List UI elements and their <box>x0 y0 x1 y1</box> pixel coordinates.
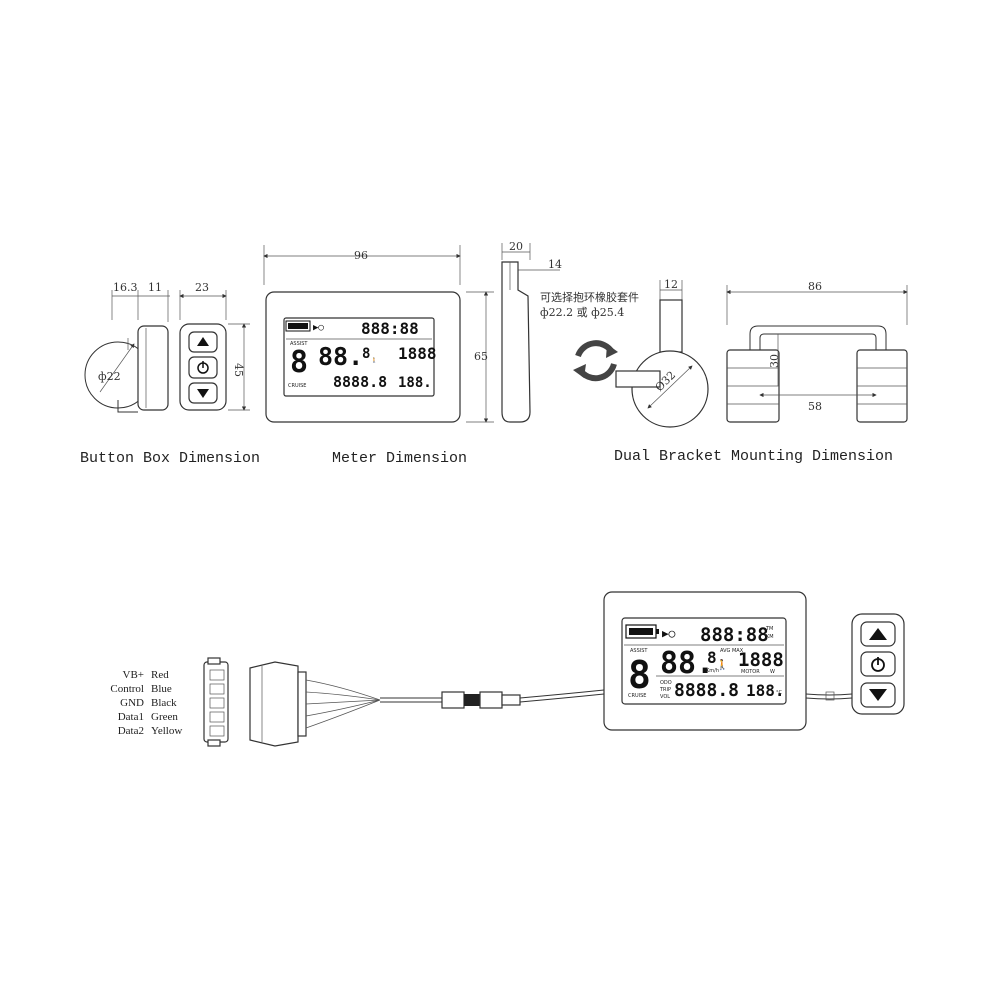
walk-icon: 🚶 <box>716 658 728 671</box>
svg-text:CRUISE: CRUISE <box>288 383 306 389</box>
meter-side-view: 20 14 <box>501 240 562 423</box>
wiring-labels: VB+ Control GND Data1 Data2 Red Blue Bla… <box>110 669 182 737</box>
svg-text:TM: TM <box>765 626 773 632</box>
svg-text:Blue: Blue <box>151 683 172 695</box>
dim-bracket-tab: 12 <box>664 278 678 291</box>
caption-button-box: Button Box Dimension <box>80 450 260 467</box>
dim-meter-width: 96 <box>354 249 368 262</box>
up-arrow-icon <box>869 628 887 640</box>
svg-text:1888: 1888 <box>398 344 437 363</box>
svg-text:可选择抱环橡胶套件: 可选择抱环橡胶套件 <box>540 290 639 304</box>
dim-button-height: 45 <box>232 363 245 377</box>
svg-text:°C: °C <box>776 690 783 696</box>
svg-text:888:88: 888:88 <box>361 319 419 338</box>
svg-text:AVG MAX: AVG MAX <box>720 648 744 654</box>
dim-button-dia: ф22 <box>98 370 121 383</box>
svg-text:Data2: Data2 <box>118 725 144 737</box>
main-cable <box>519 689 605 703</box>
svg-text:188.: 188. <box>398 375 432 391</box>
cable-connector-plug <box>249 661 307 747</box>
battery-icon <box>285 320 311 332</box>
svg-text:MOTOR: MOTOR <box>741 669 760 675</box>
small-lcd-screen: ▶◯ 888:88 ASSIST 8 88. 8 🚶 1888 CRUISE 8… <box>285 319 437 391</box>
svg-text:ASSIST: ASSIST <box>630 648 648 654</box>
svg-text:VOL: VOL <box>660 694 670 700</box>
connector-pinout <box>203 657 229 747</box>
dim-bracket-height: 30 <box>768 354 781 368</box>
svg-text:8: 8 <box>290 345 308 380</box>
svg-text:8888.8: 8888.8 <box>333 373 387 391</box>
svg-text:8: 8 <box>707 648 717 667</box>
bracket-clamp-view: 12 Ø32 <box>615 278 709 428</box>
dim-button-b: 11 <box>148 281 162 294</box>
caption-bracket: Dual Bracket Mounting Dimension <box>614 448 893 465</box>
down-arrow-icon <box>197 389 209 398</box>
svg-text:Km/h: Km/h <box>706 668 719 674</box>
large-lcd-screen: ▶◯ 888:88 TM KM ASSIST 8 88. 8 Km/h AVG … <box>624 624 785 701</box>
svg-text:KM: KM <box>766 634 774 640</box>
bracket-note: 可选择抱环橡胶套件 ф22.2 或 ф25.4 <box>540 290 639 319</box>
svg-text:GND: GND <box>120 697 144 709</box>
svg-text:TRIP: TRIP <box>659 687 671 693</box>
caption-meter: Meter Dimension <box>332 450 467 467</box>
svg-text:VB+: VB+ <box>123 669 144 681</box>
svg-text:ф22.2 或 ф25.4: ф22.2 或 ф25.4 <box>540 306 624 319</box>
svg-text:Red: Red <box>151 669 169 681</box>
headlight-icon: ▶◯ <box>313 323 324 333</box>
dim-meter-depth: 20 <box>509 240 523 253</box>
svg-text:8: 8 <box>362 346 370 362</box>
dim-bracket-inner: 58 <box>808 400 822 413</box>
large-meter: ▶◯ 888:88 TM KM ASSIST 8 88. 8 Km/h AVG … <box>603 591 807 731</box>
inline-connector <box>441 691 521 709</box>
dim-meter-height: 65 <box>474 350 488 363</box>
rotate-arrows-icon <box>573 340 618 382</box>
svg-text:8: 8 <box>628 653 651 697</box>
svg-text:188.: 188. <box>746 681 785 700</box>
svg-text:Data1: Data1 <box>118 711 144 723</box>
svg-text:Green: Green <box>151 711 178 723</box>
svg-text:Yellow: Yellow <box>151 725 182 737</box>
svg-text:888:88: 888:88 <box>700 624 769 646</box>
dim-button-a: 16.3 <box>113 281 138 294</box>
walk-icon: 🚶 <box>371 357 377 364</box>
large-button-box <box>851 613 905 715</box>
button-cable <box>805 691 853 701</box>
down-arrow-icon <box>869 689 887 701</box>
button-box-front-view: 23 45 <box>179 281 250 411</box>
svg-text:W: W <box>770 669 775 675</box>
up-arrow-icon <box>197 337 209 346</box>
bracket-top-view: 86 58 30 <box>726 280 908 423</box>
svg-text:8888.8: 8888.8 <box>674 680 739 701</box>
headlight-icon: ▶◯ <box>662 627 676 640</box>
meter-front-view: 96 65 ▶◯ 888:88 ASSIST 8 88. 8 🚶 1888 CR… <box>263 245 494 423</box>
wire-bundle <box>305 679 442 729</box>
svg-text:ODO: ODO <box>660 680 672 686</box>
svg-text:Black: Black <box>151 697 177 709</box>
dim-button-width: 23 <box>195 281 209 294</box>
svg-text:1888: 1888 <box>738 649 784 671</box>
dim-meter-side: 14 <box>548 258 562 271</box>
dim-bracket-width: 86 <box>808 280 822 293</box>
svg-text:ASSIST: ASSIST <box>290 341 308 347</box>
svg-text:Control: Control <box>110 683 144 695</box>
svg-text:88.: 88. <box>660 646 714 681</box>
svg-text:CRUISE: CRUISE <box>628 693 646 699</box>
svg-text:88.: 88. <box>318 342 363 371</box>
button-box-side-view: ф22 16.3 11 <box>84 281 170 413</box>
